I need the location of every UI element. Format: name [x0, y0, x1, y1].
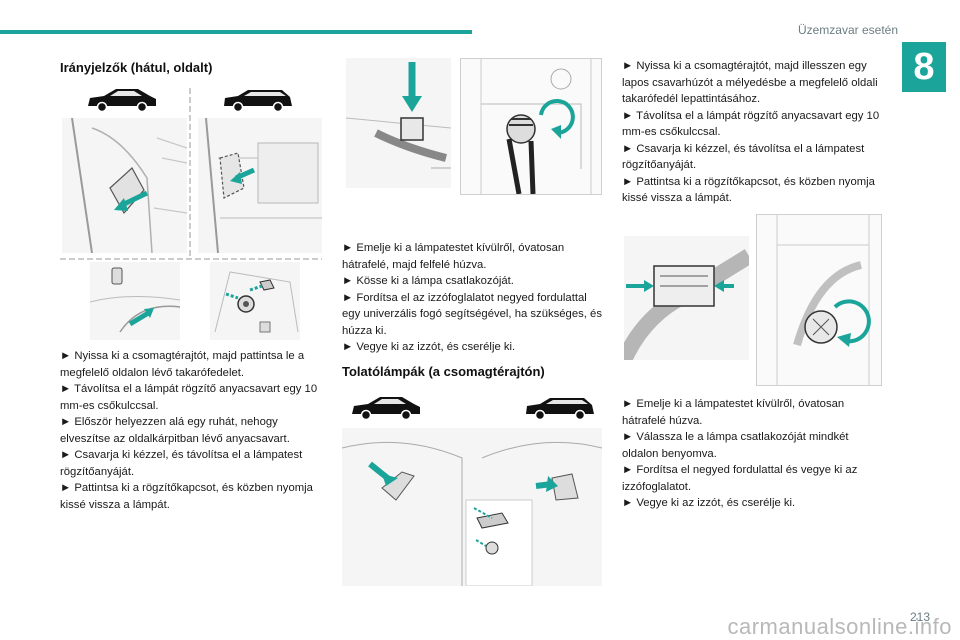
tailgate-lamp-covers-illustration — [342, 428, 602, 586]
col3-step-8: ► Vegye ki az izzót, és cserélje ki. — [622, 497, 796, 509]
col1-step-3: ► Először helyezzen alá egy ruhát, nehog… — [60, 416, 290, 445]
col1-step-2: ► Távolítsa el a lámpát rögzítő anyacsav… — [60, 383, 318, 412]
header-accent-bar — [0, 30, 472, 34]
car-suv-silhouette-icon — [88, 89, 156, 112]
page-number: 213 — [909, 610, 930, 624]
col1-step-5: ► Pattintsa ki a rögzítőkapcsot, és közb… — [60, 482, 313, 511]
col3-instructions-bottom: ► Emelje ki a lámpatestet kívülről, óvat… — [622, 396, 888, 512]
col2-step-1: ► Emelje ki a lámpatestet kívülről, óvat… — [342, 242, 565, 271]
col1-step-1: ► Nyissa ki a csomagtérajtót, majd patti… — [60, 350, 305, 379]
col1-step-4: ► Csavarja ki kézzel, és távolítsa el a … — [60, 449, 303, 478]
col2-step-2: ► Kösse ki a lámpa csatlakozóját. — [342, 275, 514, 287]
col3-step-3: ► Csavarja ki kézzel, és távolítsa el a … — [622, 142, 865, 172]
watermark: carmanualsonline.info — [727, 614, 952, 639]
col3-step-4: ► Pattintsa ki a rögzítőkapcsot, és közb… — [622, 175, 875, 205]
trunk-cover-estate-illustration — [198, 118, 322, 253]
col3-step-1: ► Nyissa ki a csomagtérajtót, majd illes… — [622, 60, 878, 105]
col2-step-3: ► Fordítsa el az izzófoglalatot negyed f… — [342, 291, 602, 337]
col1-instructions: ► Nyissa ki a csomagtérajtót, majd patti… — [60, 348, 325, 513]
col3-step-6: ► Válassza le a lámpa csatlakozóját mind… — [622, 431, 849, 460]
pliers-bulb-holder-illustration — [460, 58, 602, 195]
col3-step-2: ► Távolítsa el a lámpát rögzítő anyacsav… — [622, 109, 880, 139]
heading-reversing-lamps: Tolatólámpák (a csomagtérajtón) — [342, 364, 545, 379]
col3-step-7: ► Fordítsa el negyed fordulattal és vegy… — [622, 464, 858, 493]
chapter-badge: 8 — [902, 42, 946, 92]
col2-instructions: ► Emelje ki a lámpatestet kívülről, óvat… — [342, 240, 602, 356]
col3-step-5: ► Emelje ki a lámpatestet kívülről, óvat… — [622, 398, 845, 427]
car-estate-silhouette-icon — [224, 90, 292, 112]
trunk-side-cover-illustration — [62, 118, 187, 253]
lamp-nut-removal-illustration — [210, 262, 300, 340]
section-title: Üzemzavar esetén — [797, 23, 898, 37]
col2-step-4: ► Vegye ki az izzót, és cserélje ki. — [342, 341, 516, 353]
heading-side-indicators: Irányjelzők (hátul, oldalt) — [60, 60, 213, 75]
lamp-connector-illustration — [346, 58, 451, 188]
figure-dividers — [60, 88, 322, 260]
reversing-lamp-bulb-holder-illustration — [756, 214, 882, 386]
car-suv-silhouette-icon — [352, 397, 420, 420]
col3-instructions-top: ► Nyissa ki a csomagtérajtót, majd illes… — [622, 58, 888, 207]
reversing-lamp-connector-illustration — [624, 236, 749, 360]
car-estate-silhouette-icon — [526, 398, 594, 420]
trunk-panel-nut-illustration — [90, 262, 180, 340]
